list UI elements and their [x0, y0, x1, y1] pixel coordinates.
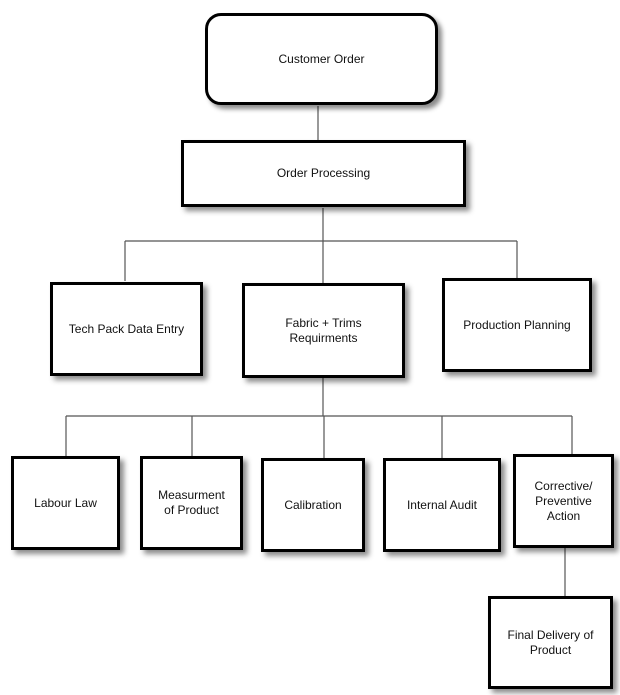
node-labour-law-label: Labour Law: [34, 495, 97, 510]
node-measurement-label: Measurment of Product: [158, 488, 225, 517]
node-internal-audit: Internal Audit: [383, 458, 501, 552]
node-order-processing: Order Processing: [181, 140, 466, 207]
node-tech-pack-label: Tech Pack Data Entry: [68, 321, 185, 336]
node-corrective-action-label: Corrective/ Preventive Action: [534, 478, 593, 523]
node-fabric-trims-label: Fabric + Trims Requirments: [285, 315, 362, 345]
node-measurement: Measurment of Product: [140, 456, 243, 550]
node-tech-pack: Tech Pack Data Entry: [50, 282, 203, 376]
node-corrective-action: Corrective/ Preventive Action: [513, 454, 614, 548]
node-production-planning: Production Planning: [442, 278, 592, 372]
node-customer-order-label: Customer Order: [278, 51, 365, 66]
node-order-processing-label: Order Processing: [276, 166, 371, 180]
node-production-planning-label: Production Planning: [463, 317, 571, 332]
node-final-delivery: Final Delivery of Product: [488, 596, 613, 689]
node-customer-order: Customer Order: [205, 13, 438, 105]
node-final-delivery-label: Final Delivery of Product: [507, 627, 594, 657]
node-calibration: Calibration: [261, 458, 365, 552]
node-labour-law: Labour Law: [11, 456, 120, 550]
node-internal-audit-label: Internal Audit: [406, 497, 478, 512]
node-calibration-label: Calibration: [284, 497, 342, 512]
node-fabric-trims: Fabric + Trims Requirments: [242, 283, 405, 378]
